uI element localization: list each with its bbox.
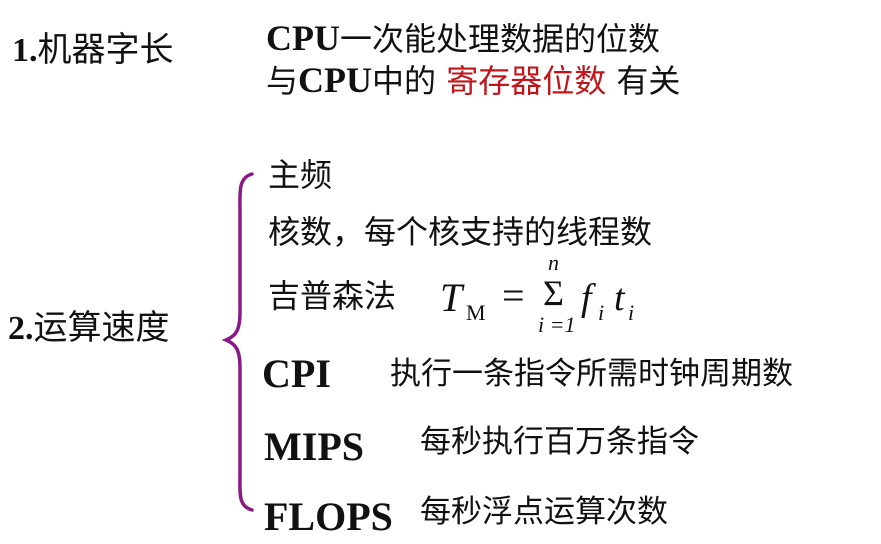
formula-lhs-sub: M bbox=[466, 300, 486, 325]
formula-equals: = bbox=[502, 273, 525, 318]
item-text: 吉普森法 bbox=[268, 277, 397, 315]
section1-title: 机器字长 bbox=[37, 30, 174, 70]
section2-heading: 2.运算速度 bbox=[8, 308, 170, 349]
section2-title: 运算速度 bbox=[33, 308, 170, 348]
formula-sum-lower: i =1 bbox=[538, 312, 576, 337]
curly-brace-icon bbox=[222, 172, 254, 512]
metric-cpi: CPI bbox=[262, 352, 331, 396]
line2-mid: 中的 bbox=[372, 62, 437, 100]
metric-mips-description: 每秒执行百万条指令 bbox=[420, 424, 699, 460]
item-text: 主频 bbox=[268, 156, 333, 194]
formula-t: t bbox=[614, 277, 625, 319]
formula-t-sub: i bbox=[628, 300, 635, 325]
formula-lhs: T bbox=[440, 275, 463, 320]
metric-flops: FLOPS bbox=[264, 495, 393, 539]
cpu-label: CPU bbox=[298, 60, 373, 100]
section1-line1: CPU一次能处理数据的位数 bbox=[266, 18, 660, 59]
formula-f-sub: i bbox=[598, 300, 605, 325]
metric-flops-description: 每秒浮点运算次数 bbox=[420, 494, 668, 530]
section1-heading: 1.机器字长 bbox=[12, 30, 174, 71]
section1-number: 1. bbox=[12, 32, 38, 69]
cpu-label: CPU bbox=[266, 18, 340, 58]
metric-cpi-description: 执行一条指令所需时钟周期数 bbox=[390, 356, 793, 392]
sigma-icon: Σ bbox=[543, 273, 564, 313]
metric-name: FLOPS bbox=[264, 494, 393, 539]
item-core-count: 核数，每个核支持的线程数 bbox=[268, 212, 652, 252]
item-gibson-method: 吉普森法 bbox=[268, 276, 396, 316]
section1-line2: 与CPU中的 寄存器位数 有关 bbox=[266, 60, 680, 101]
line2-prefix: 与 bbox=[266, 62, 299, 100]
item-text: 核数，每个核支持的线程数 bbox=[268, 213, 653, 251]
gibson-formula: T M = n Σ i =1 f i t i bbox=[438, 250, 658, 340]
section1-line1-text: 一次能处理数据的位数 bbox=[340, 20, 661, 58]
item-clock-frequency: 主频 bbox=[268, 155, 332, 195]
formula-sum-upper: n bbox=[548, 250, 559, 275]
formula-f: f bbox=[581, 277, 592, 319]
metric-name: MIPS bbox=[264, 424, 364, 469]
section2-number: 2. bbox=[8, 310, 34, 347]
register-bits-highlight: 寄存器位数 bbox=[446, 62, 607, 100]
metric-mips: MIPS bbox=[264, 425, 364, 469]
metric-name: CPI bbox=[262, 351, 331, 396]
line2-suffix: 有关 bbox=[616, 62, 681, 100]
